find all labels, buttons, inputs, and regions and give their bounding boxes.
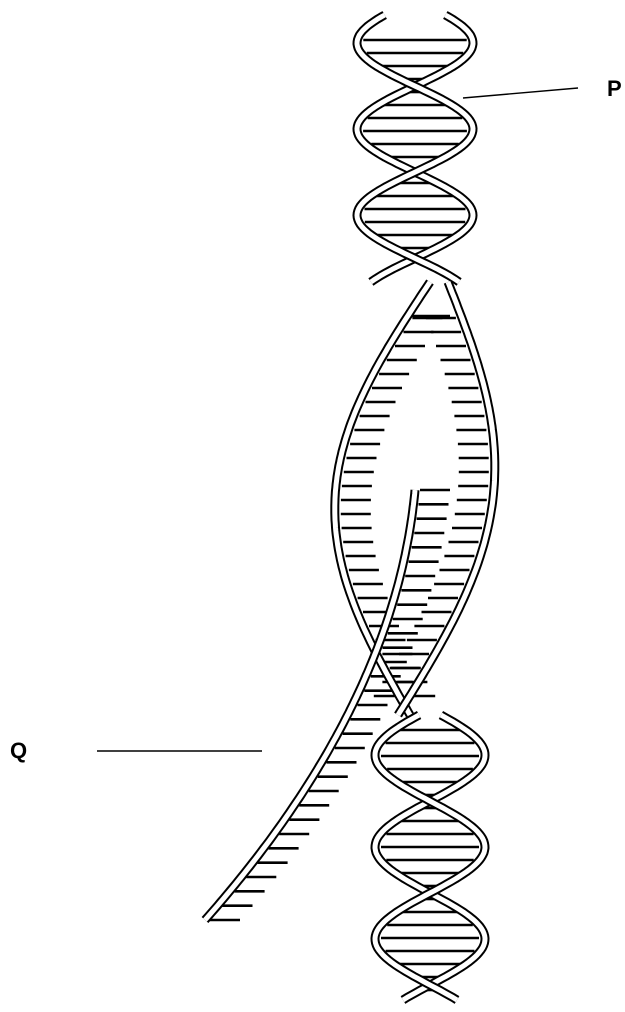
dna-strands: [205, 15, 495, 1000]
label-p: P: [607, 78, 622, 100]
label-q: Q: [10, 740, 27, 762]
base-pair-rungs: [210, 40, 489, 990]
label-p-leader-line: [463, 88, 578, 98]
